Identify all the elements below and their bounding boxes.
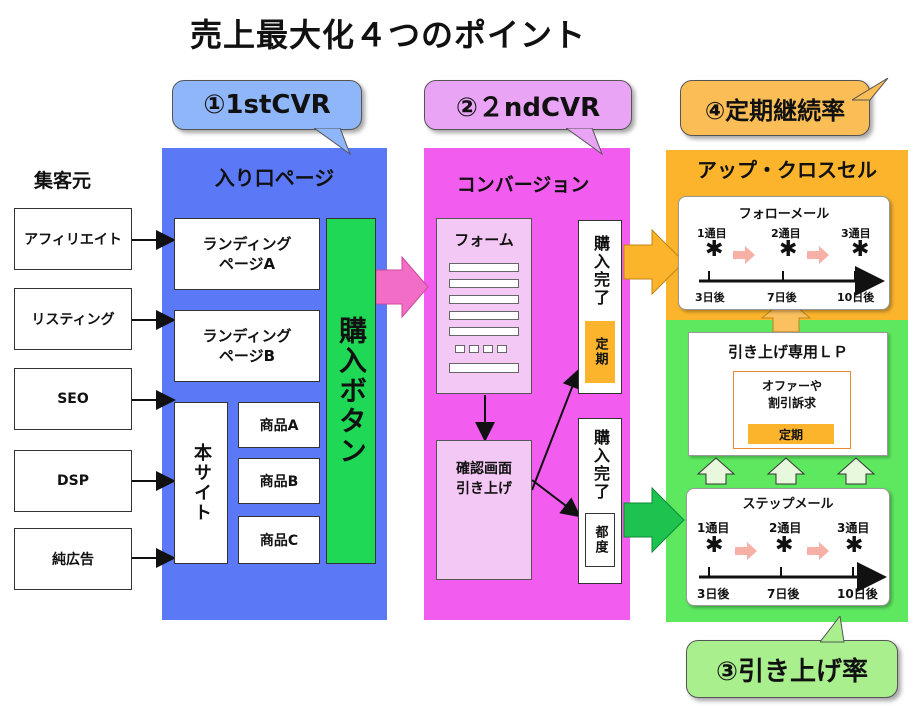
form-field: [449, 279, 519, 288]
asterisk-icon: ✱: [705, 533, 724, 558]
flow-arrow-green: [623, 486, 685, 554]
up-arrow-hollow: [696, 457, 736, 485]
pink-step-arrow: [807, 246, 829, 264]
step-week-1: 1通目: [697, 521, 730, 535]
confirm-to-tsudo-arrow: [531, 479, 582, 518]
teiki-tag: 定期: [585, 321, 615, 383]
step-day-2: 7日後: [767, 587, 800, 601]
source-item: 純広告: [14, 528, 132, 590]
follow-day-3: 10日後: [837, 291, 875, 304]
confirm-to-teiki-arrow: [531, 368, 582, 491]
buy-button[interactable]: 購入ボタン: [326, 218, 376, 564]
form-field: [483, 345, 493, 353]
step-day-1: 3日後: [697, 587, 730, 601]
offer-text: オファーや 割引訴求: [761, 379, 822, 410]
callout-tail: [314, 128, 352, 156]
source-item: リスティング: [14, 288, 132, 350]
asterisk-icon: ✱: [851, 237, 870, 262]
landing-page-a: ランディング ページA: [174, 218, 320, 290]
form-title: フォーム: [454, 231, 514, 249]
callout-retention-rate: ④定期継続率: [680, 80, 870, 136]
product-b: 商品B: [238, 458, 320, 504]
callout-tail: [852, 78, 889, 101]
step-day-3: 10日後: [837, 587, 878, 601]
upgrade-lp-card: 引き上げ専用ＬＰ オファーや 割引訴求 定期: [688, 332, 888, 456]
step-mail-card: ステップメール 1通目 2通目 3通目 ✱ ✱ ✱ 3日後 7日後 10日後: [686, 488, 890, 606]
tsudo-tag: 都度: [585, 513, 615, 567]
form-field: [449, 311, 519, 320]
step-mail-title: ステップメール: [742, 497, 834, 512]
follow-week-2: 2通目: [771, 227, 801, 240]
form-field: [449, 263, 519, 272]
source-item: アフィリエイト: [14, 208, 132, 270]
pink-step-arrow: [807, 542, 829, 560]
source-heading: 集客元: [34, 170, 92, 192]
form-field: [449, 295, 519, 304]
form-field: [497, 345, 507, 353]
callout-1st-cvr: ①1stCVR: [172, 80, 362, 130]
landing-page-b: ランディング ページB: [174, 310, 320, 382]
asterisk-icon: ✱: [845, 533, 864, 558]
teiki-badge: 定期: [748, 424, 834, 444]
timeline-arrows: [699, 246, 885, 296]
source-item: SEO: [14, 368, 132, 430]
follow-day-1: 3日後: [695, 291, 725, 304]
purchase-complete-label: 購入完了: [591, 235, 610, 307]
callout-upgrade-rate: ③引き上げ率: [686, 640, 898, 698]
callout-2nd-cvr: ②２ndCVR: [424, 80, 632, 130]
form-submit: [449, 363, 519, 373]
upgrade-lp-title: 引き上げ専用ＬＰ: [727, 343, 848, 361]
step-week-2: 2通目: [769, 521, 802, 535]
conversion-heading: コンバージョン: [456, 174, 590, 196]
follow-mail-card: フォローメール 1通目 2通目 3通目 ✱ ✱ ✱ 3日後 7日後 10日後: [678, 196, 890, 310]
page-title: 売上最大化４つのポイント: [190, 16, 587, 54]
asterisk-icon: ✱: [705, 237, 724, 262]
follow-mail-title: フォローメール: [738, 207, 830, 222]
product-c: 商品C: [238, 516, 320, 564]
form-box: フォーム: [436, 218, 532, 394]
timeline-arrows: [699, 542, 887, 592]
up-arrow-hollow: [836, 457, 876, 485]
form-field: [455, 345, 465, 353]
purchase-complete-teiki: 購入完了 定期: [578, 220, 622, 394]
pink-step-arrow: [735, 542, 757, 560]
up-arrow-hollow: [766, 457, 806, 485]
form-field: [449, 327, 519, 336]
follow-week-1: 1通目: [697, 227, 727, 240]
entry-page-heading: 入り口ページ: [214, 166, 335, 190]
step-week-3: 3通目: [837, 521, 870, 535]
callout-tail: [566, 128, 604, 156]
asterisk-icon: ✱: [779, 237, 798, 262]
main-site: 本サイト: [174, 402, 228, 564]
pink-step-arrow: [733, 246, 755, 264]
offer-box: オファーや 割引訴求 定期: [733, 371, 851, 449]
flow-arrow-pink: [375, 255, 429, 319]
callout-tail: [820, 616, 845, 643]
flow-arrow-orange: [623, 228, 685, 296]
product-a: 商品A: [238, 402, 320, 448]
asterisk-icon: ✱: [775, 533, 794, 558]
confirm-page: 確認画面 引き上げ: [436, 440, 532, 580]
form-field: [469, 345, 479, 353]
purchase-complete-label: 購入完了: [591, 429, 610, 501]
source-item: DSP: [14, 450, 132, 512]
follow-week-3: 3通目: [841, 227, 871, 240]
upsell-heading: アップ・クロスセル: [697, 158, 877, 182]
follow-day-2: 7日後: [767, 291, 797, 304]
purchase-complete-tsudo: 購入完了 都度: [578, 418, 622, 584]
